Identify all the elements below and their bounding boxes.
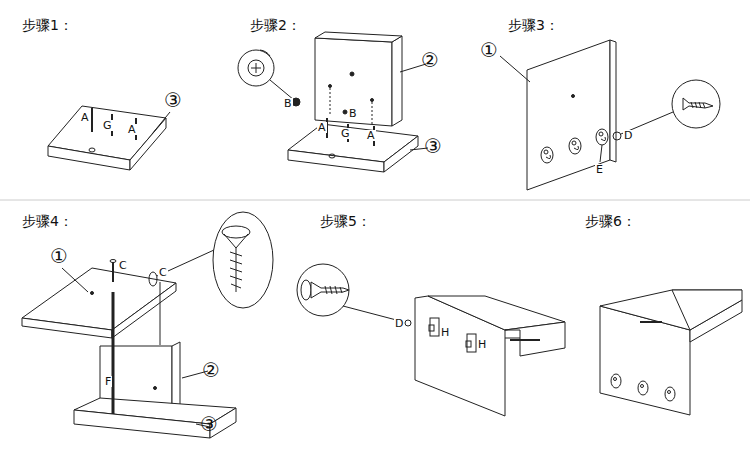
part-letter: C: [118, 260, 128, 271]
step6-assembly: [600, 290, 742, 415]
part-letter: D: [394, 318, 404, 329]
callout-number: ③: [200, 414, 218, 434]
step5-assembly: [297, 264, 565, 416]
callout-number: ③: [424, 136, 442, 156]
hook: [596, 129, 608, 145]
step-heading: 步骤1：: [22, 18, 73, 32]
step-heading: 步骤3：: [508, 18, 559, 32]
step-heading: 步骤6：: [585, 214, 636, 228]
step-heading: 步骤4：: [22, 214, 73, 228]
board-2-and-3: [238, 32, 428, 172]
step4-assembly: [22, 212, 273, 438]
part-letter: G: [340, 128, 351, 139]
callout-number: ②: [202, 360, 220, 380]
step-heading: 步骤5：: [320, 214, 371, 228]
part-letter: D: [623, 130, 633, 141]
part-letter: C: [158, 267, 168, 278]
callout-number: ②: [421, 50, 439, 70]
part-letter: B: [283, 98, 293, 109]
part-letter: F: [104, 376, 112, 387]
part-letter: A: [366, 130, 376, 141]
part-letter: H: [477, 339, 487, 350]
hook: [665, 387, 675, 401]
hook: [638, 381, 648, 395]
part-letter: H: [440, 327, 450, 338]
divider: [0, 200, 750, 201]
step-heading: 步骤2：: [250, 18, 301, 32]
part-letter: A: [127, 124, 137, 135]
part-letter: G: [102, 120, 113, 131]
hook: [569, 138, 581, 154]
board-3: [48, 106, 170, 170]
part-letter: A: [317, 122, 327, 133]
hook: [541, 147, 553, 163]
callout-number: ①: [50, 246, 68, 266]
hook: [611, 374, 621, 388]
part-letter: A: [80, 112, 90, 123]
callout-number: ①: [480, 40, 498, 60]
part-letter: E: [595, 164, 604, 175]
board-1-with-hooks: [500, 40, 720, 190]
part-letter: B: [348, 108, 358, 119]
callout-number: ③: [164, 90, 182, 110]
